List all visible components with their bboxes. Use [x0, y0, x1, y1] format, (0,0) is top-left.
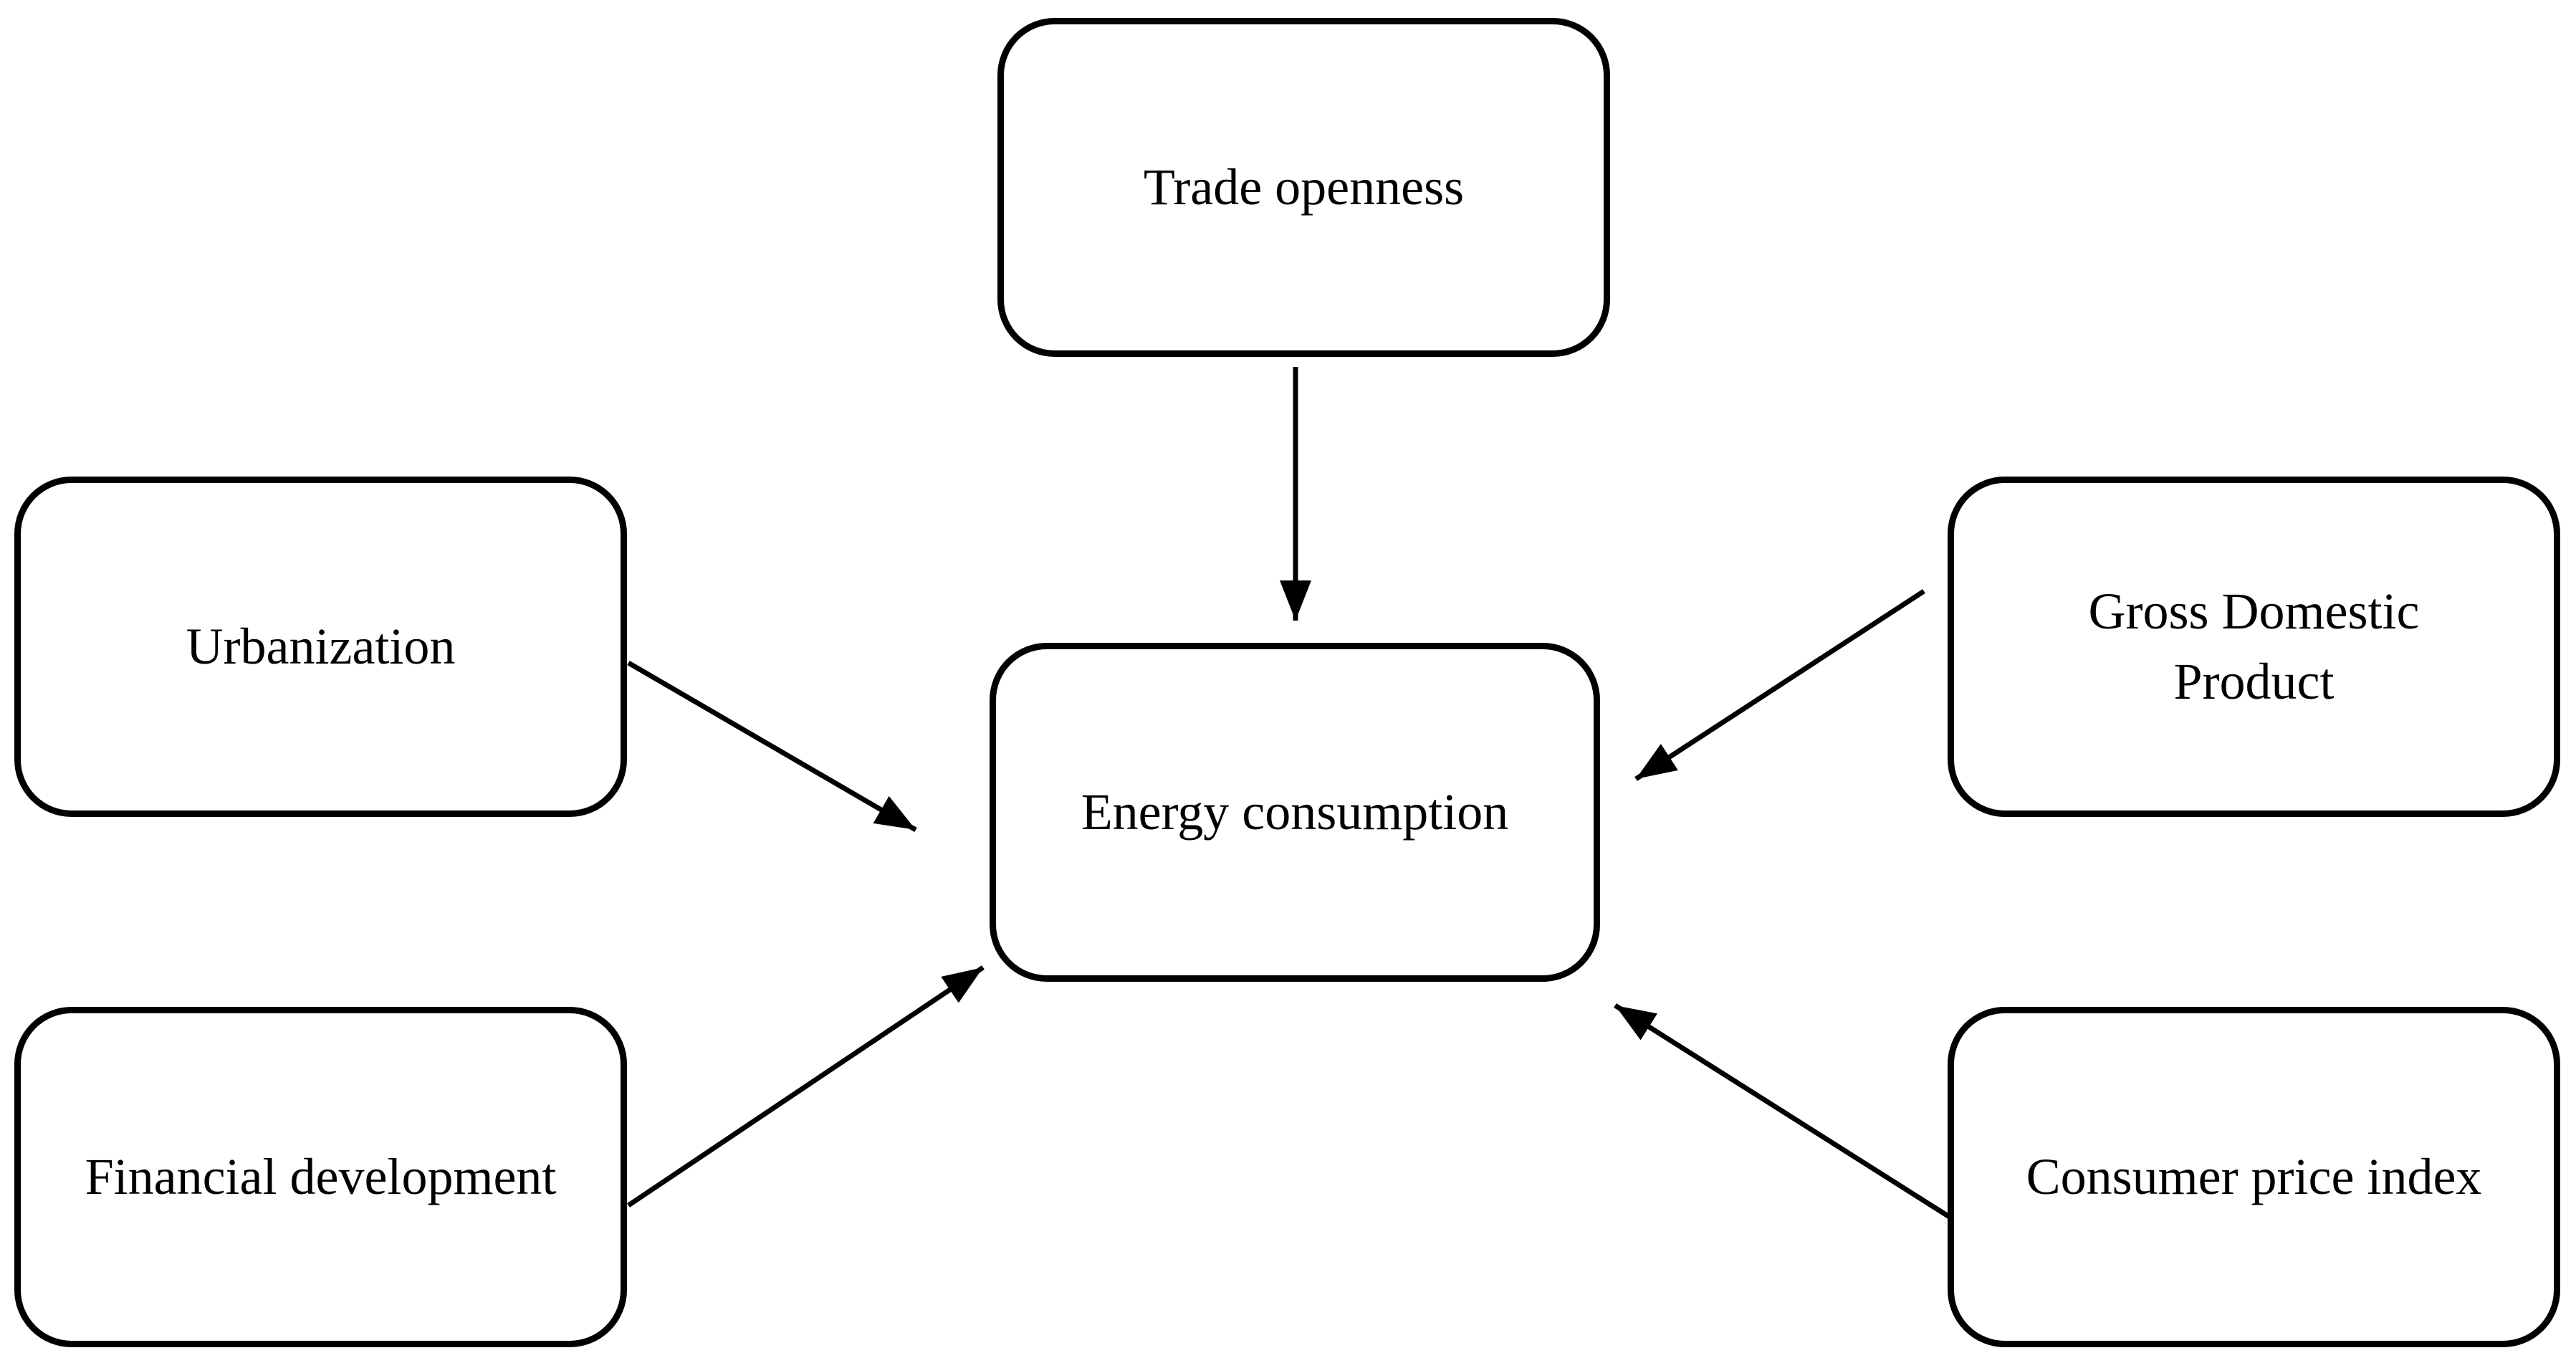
- node-urbanization: Urbanization: [14, 477, 627, 817]
- node-financial-development: Financial development: [14, 1007, 627, 1347]
- arrow-urbanization-to-center: [627, 660, 917, 833]
- node-trade-openness: Trade openness: [997, 18, 1610, 357]
- node-energy-consumption-label: Energy consumption: [1081, 783, 1509, 841]
- node-energy-consumption: Energy consumption: [990, 643, 1600, 982]
- arrow-financial-to-center: [627, 965, 985, 1207]
- arrow-gdp-to-center: [1634, 589, 1925, 781]
- node-urbanization-label: Urbanization: [186, 617, 456, 675]
- node-trade-openness-label: Trade openness: [1143, 158, 1465, 216]
- node-consumer-price-index: Consumer price index: [1948, 1007, 2560, 1347]
- node-gross-domestic-product-label: Gross Domestic Product: [2088, 583, 2420, 710]
- node-gross-domestic-product: Gross Domestic Product: [1948, 477, 2560, 817]
- node-financial-development-label: Financial development: [85, 1147, 557, 1205]
- arrow-cpi-to-center: [1614, 1003, 1952, 1220]
- node-consumer-price-index-label: Consumer price index: [2026, 1147, 2482, 1205]
